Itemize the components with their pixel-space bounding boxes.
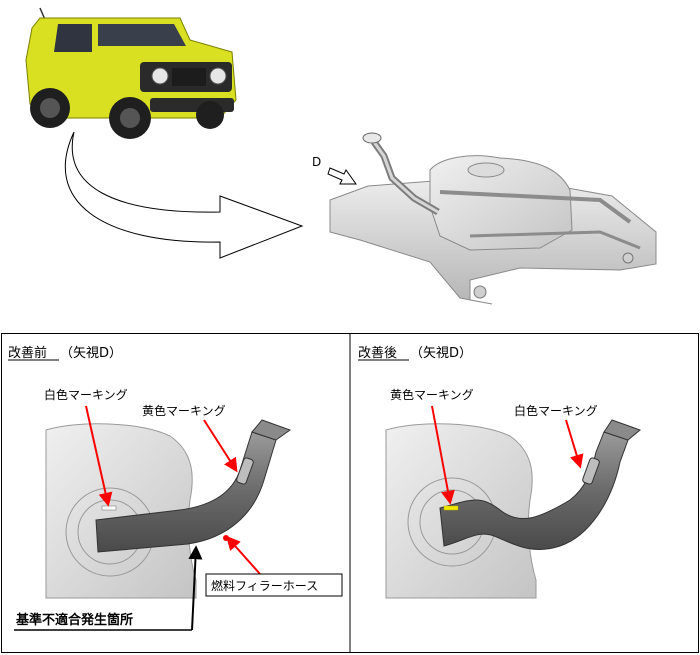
hose-clamp-before bbox=[236, 457, 254, 485]
yellow-marking-after bbox=[443, 505, 459, 511]
filler-hose-label-box bbox=[205, 573, 343, 597]
white-marking-before bbox=[101, 505, 117, 511]
leader-yellow-marking-before bbox=[203, 419, 238, 473]
label-white-marking-before: 白色マーキング bbox=[44, 387, 128, 402]
label-filler-hose: 燃料フィラーホース bbox=[211, 578, 318, 593]
leader-nonconformity bbox=[188, 545, 203, 631]
label-nonconformity: 基準不適合発生箇所 bbox=[15, 612, 133, 628]
tank-closeup-before bbox=[45, 423, 197, 599]
filler-hose-after bbox=[439, 431, 629, 550]
panel-before: 改善前 （矢視D） 白色マーキング 黄色マーキング 燃料フィラーホース 基準不適… bbox=[8, 345, 343, 631]
label-white-marking-after: 白色マーキング bbox=[514, 403, 598, 418]
leader-white-marking-after bbox=[565, 419, 584, 469]
before-title: 改善前 bbox=[8, 345, 47, 361]
after-title: 改善後 bbox=[358, 345, 397, 361]
chassis-assembly bbox=[329, 132, 657, 305]
hose-upper-end-after bbox=[603, 419, 641, 441]
label-yellow-marking-before: 黄色マーキング bbox=[142, 404, 226, 418]
before-title-suffix: （矢視D） bbox=[60, 346, 122, 361]
leader-filler-hose-dot bbox=[223, 535, 229, 541]
filler-hose-before bbox=[95, 431, 277, 553]
leader-filler-hose bbox=[226, 535, 261, 575]
hose-clamp-after bbox=[582, 457, 600, 485]
flow-arrow bbox=[64, 131, 304, 259]
after-title-suffix: （矢視D） bbox=[410, 346, 472, 361]
hose-upper-end-before bbox=[251, 419, 292, 441]
leader-yellow-marking-after bbox=[431, 405, 455, 505]
vehicle-illustration bbox=[25, 7, 237, 139]
label-yellow-marking-after: 黄色マーキング bbox=[390, 388, 474, 402]
view-d-arrow bbox=[327, 167, 357, 185]
view-marker-label: D bbox=[312, 155, 321, 169]
panel-after: 改善後 （矢視D） 黄色マーキング 白色マーキング bbox=[358, 345, 641, 599]
leader-white-marking-before bbox=[85, 405, 113, 507]
